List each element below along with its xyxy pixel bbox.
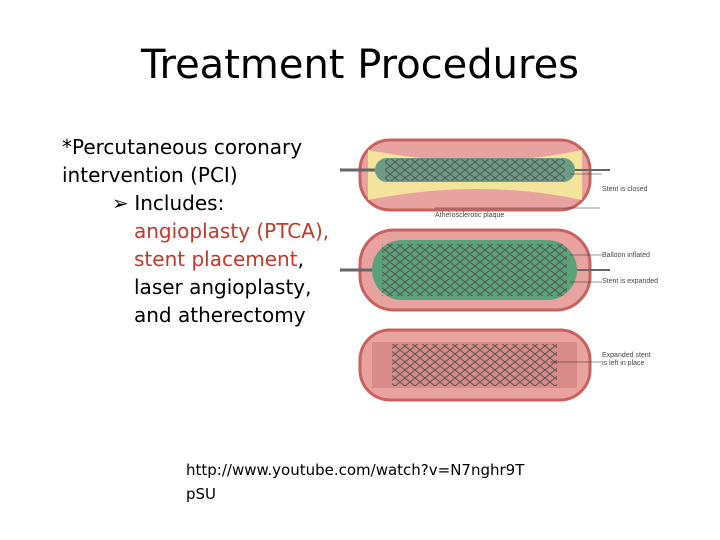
vessel-panel-stent-left [358,328,592,402]
includes-bullet: ➢ Includes: [112,189,332,217]
item-stent-comma: , [297,247,304,271]
label-leader-lines [435,173,602,363]
stent-illustration-svg [340,138,610,402]
stent-illustration: Stent is closed Atherosclerotic plaque B… [340,130,680,410]
label-stent-closed: Stent is closed [602,186,648,193]
video-link-line1[interactable]: http://www.youtube.com/watch?v=N7nghr9T [186,461,525,479]
vessel-panel-closed [340,138,610,212]
item-atherectomy: and atherectomy [134,303,306,327]
item-laser-angioplasty: laser angioplasty, [134,275,312,299]
body-text: *Percutaneous coronary intervention (PCI… [62,133,332,329]
label-stent-expanded: Stent is expanded [602,278,659,285]
item-stent-text: stent placement [134,247,298,271]
includes-label: Includes: [134,191,225,215]
item-angioplasty: angioplasty (PTCA), [134,219,330,243]
arrow-bullet-icon: ➢ [112,191,129,215]
item-stent-placement: stent placement, [134,245,332,273]
video-link-line2[interactable]: pSU [186,485,217,503]
vessel-panel-balloon [340,228,610,312]
label-balloon: Balloon inflated [602,252,650,259]
intro-line-2: intervention (PCI) [62,163,238,187]
label-stent-left: Expanded stent is left in place [602,352,651,368]
video-link[interactable]: http://www.youtube.com/watch?v=N7nghr9T … [186,458,524,506]
label-stent-left-line1: Expanded stent [602,352,651,359]
label-stent-left-line2: is left in place [602,360,645,367]
label-plaque: Atherosclerotic plaque [435,212,505,219]
intro-line-1: *Percutaneous coronary [62,135,303,159]
slide-title: Treatment Procedures [140,42,580,88]
